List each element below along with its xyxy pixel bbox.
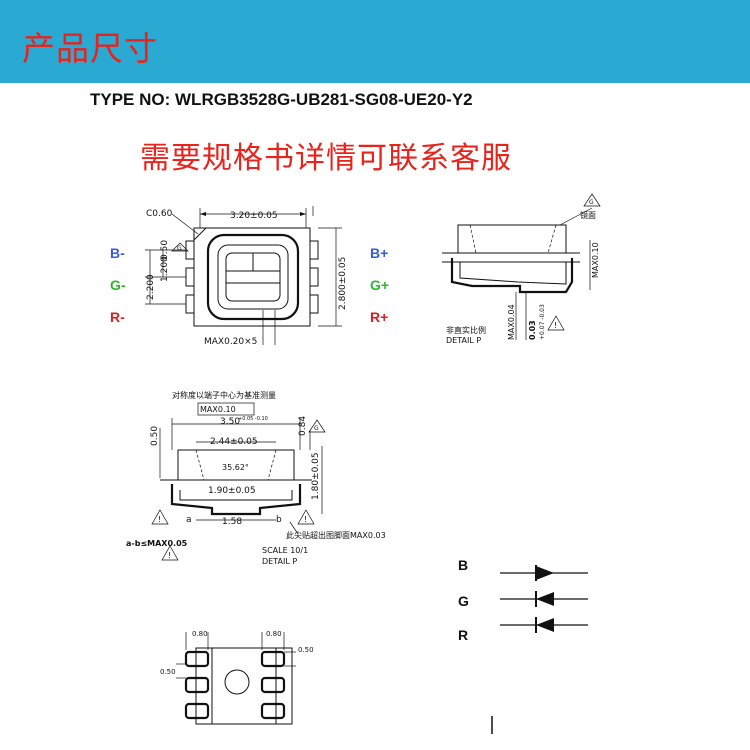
circuit-label-r: R bbox=[458, 627, 469, 643]
pin-label-g-minus: G- bbox=[110, 277, 126, 293]
pad-left-1 bbox=[184, 650, 210, 668]
bottom-w1: 0.80 bbox=[192, 630, 208, 638]
pad-gap-text: 1.58 bbox=[222, 517, 242, 527]
symmetry-note: 对称度以端子中心为基准测量 bbox=[172, 390, 276, 400]
bottom-outline bbox=[195, 647, 293, 725]
page-title: 产品尺寸 bbox=[22, 29, 158, 68]
svg-text:!: ! bbox=[158, 515, 161, 524]
pin-label-r-plus: R+ bbox=[370, 309, 389, 325]
dim-left-h2: 1.200 bbox=[160, 256, 170, 282]
diode-r bbox=[536, 618, 554, 632]
lens-angle-text: 35.62° bbox=[222, 463, 249, 472]
detail-lead bbox=[450, 258, 574, 294]
bottom-h2: 0.50 bbox=[298, 646, 314, 654]
a-label: a bbox=[186, 515, 192, 525]
bottom-view-drawing: 0.80 0.80 0.50 0.50 bbox=[160, 630, 314, 725]
lens-width-text: 2.44±0.05 bbox=[210, 437, 258, 447]
warn-symbol-detail bbox=[547, 315, 565, 331]
side-right-h: 0.84 bbox=[298, 416, 308, 436]
detail-note: 非直实比例 bbox=[446, 325, 486, 335]
diode-b bbox=[536, 566, 554, 580]
lead-right-3 bbox=[309, 294, 319, 314]
pad-max-text: MAX0.20×5 bbox=[204, 337, 257, 347]
b-label: b bbox=[276, 515, 282, 525]
warn-symbol-3 bbox=[161, 545, 179, 561]
detail-tol2: +0.07 -0.03 bbox=[539, 304, 546, 340]
dim-width-text: 3.20±0.05 bbox=[230, 211, 278, 221]
svg-text:!: ! bbox=[304, 515, 307, 524]
glossy-note: 镜面 bbox=[580, 210, 596, 220]
lead-left-2 bbox=[185, 267, 195, 287]
pin-label-r-minus: R- bbox=[110, 309, 125, 325]
svg-text:G: G bbox=[177, 245, 182, 252]
inner-width-text: 1.90±0.05 bbox=[208, 486, 256, 496]
lead-left-3 bbox=[185, 294, 195, 314]
bottom-circle bbox=[224, 669, 250, 695]
side-lead bbox=[170, 484, 302, 516]
detail-max-h: MAX0.10 bbox=[591, 242, 600, 278]
chamfer-text: C0.60 bbox=[146, 209, 173, 219]
side-height-text: 1.80±0.05 bbox=[311, 452, 321, 500]
lead-right-2 bbox=[309, 267, 319, 287]
pad-right-1 bbox=[260, 650, 286, 668]
scale-text: SCALE 10/1 bbox=[262, 546, 308, 555]
side-width-text: 3.50 bbox=[220, 417, 240, 427]
dim-left-h3: 0.50 bbox=[160, 240, 170, 260]
diode-g bbox=[536, 592, 554, 606]
lens-cavity bbox=[206, 233, 300, 321]
warn-symbol-1 bbox=[151, 509, 169, 525]
warn-symbol-2 bbox=[297, 509, 315, 525]
detail-max-w: MAX0.04 bbox=[507, 304, 516, 340]
detail-body bbox=[457, 224, 567, 254]
side-view-drawing: 对称度以端子中心为基准测量 MAX0.10 3.50 +0.05 -0.10 2… bbox=[126, 390, 386, 566]
lens-inner bbox=[217, 244, 289, 310]
g-symbol-detail bbox=[583, 193, 601, 207]
pad-left-3 bbox=[184, 702, 210, 720]
contact-note: 需要规格书详情可联系客服 bbox=[140, 141, 512, 176]
detail-label-side: DETAIL P bbox=[262, 557, 297, 566]
ab-max-text: a-b≤MAX0.05 bbox=[126, 539, 188, 548]
side-left-h: 0.50 bbox=[150, 426, 160, 446]
svg-text:!: ! bbox=[554, 321, 557, 330]
pad-right-3 bbox=[260, 702, 286, 720]
circuit-diagram bbox=[500, 565, 588, 633]
bottom-h1: 0.50 bbox=[160, 668, 176, 676]
top-view-drawing: 3.20±0.05 C0.60 2.800±0.05 2.200 1.200 0… bbox=[145, 206, 348, 347]
circuit-label-g: G bbox=[458, 593, 469, 609]
svg-text:G: G bbox=[589, 199, 594, 206]
chamfer-line bbox=[193, 227, 207, 241]
pad-right-2 bbox=[260, 676, 286, 694]
detail-p-top-drawing: G 镜面 MAX0.10 MAX0.04 0.03 +0.07 -0.03 ! … bbox=[442, 193, 601, 345]
bottom-w2: 0.80 bbox=[266, 630, 282, 638]
header-bar: 产品尺寸 bbox=[0, 0, 750, 83]
detail-tol: 0.03 bbox=[528, 320, 537, 340]
svg-text:+0.05 -0.10: +0.05 -0.10 bbox=[238, 416, 268, 422]
solder-note: 此尖贴超出图脚面MAX0.03 bbox=[286, 530, 386, 540]
lead-right-1 bbox=[309, 240, 319, 260]
detail-label-top: DETAIL P bbox=[446, 336, 481, 345]
pin-label-g-plus: G+ bbox=[370, 277, 390, 293]
dim-left-h1: 2.200 bbox=[146, 274, 156, 300]
pin-label-b-plus: B+ bbox=[370, 245, 389, 261]
pin-label-b-minus: B- bbox=[110, 245, 125, 261]
g-symbol-side bbox=[308, 419, 326, 433]
symmetry-text: MAX0.10 bbox=[200, 405, 236, 414]
type-number: TYPE NO: WLRGB3528G-UB281-SG08-UE20-Y2 bbox=[90, 90, 473, 109]
circuit-label-b: B bbox=[458, 557, 469, 573]
g-symbol-triangle bbox=[171, 242, 189, 252]
svg-text:!: ! bbox=[168, 551, 171, 560]
svg-text:G: G bbox=[314, 425, 319, 432]
dim-height-text: 2.800±0.05 bbox=[338, 257, 348, 310]
pad-left-2 bbox=[184, 676, 210, 694]
